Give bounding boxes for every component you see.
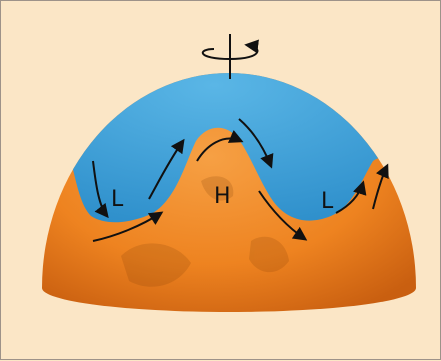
high-pressure-label: H: [214, 184, 231, 209]
rotation-indicator: [203, 34, 258, 79]
low-pressure-label-right: L: [321, 189, 334, 214]
low-pressure-label-left: L: [111, 187, 124, 212]
